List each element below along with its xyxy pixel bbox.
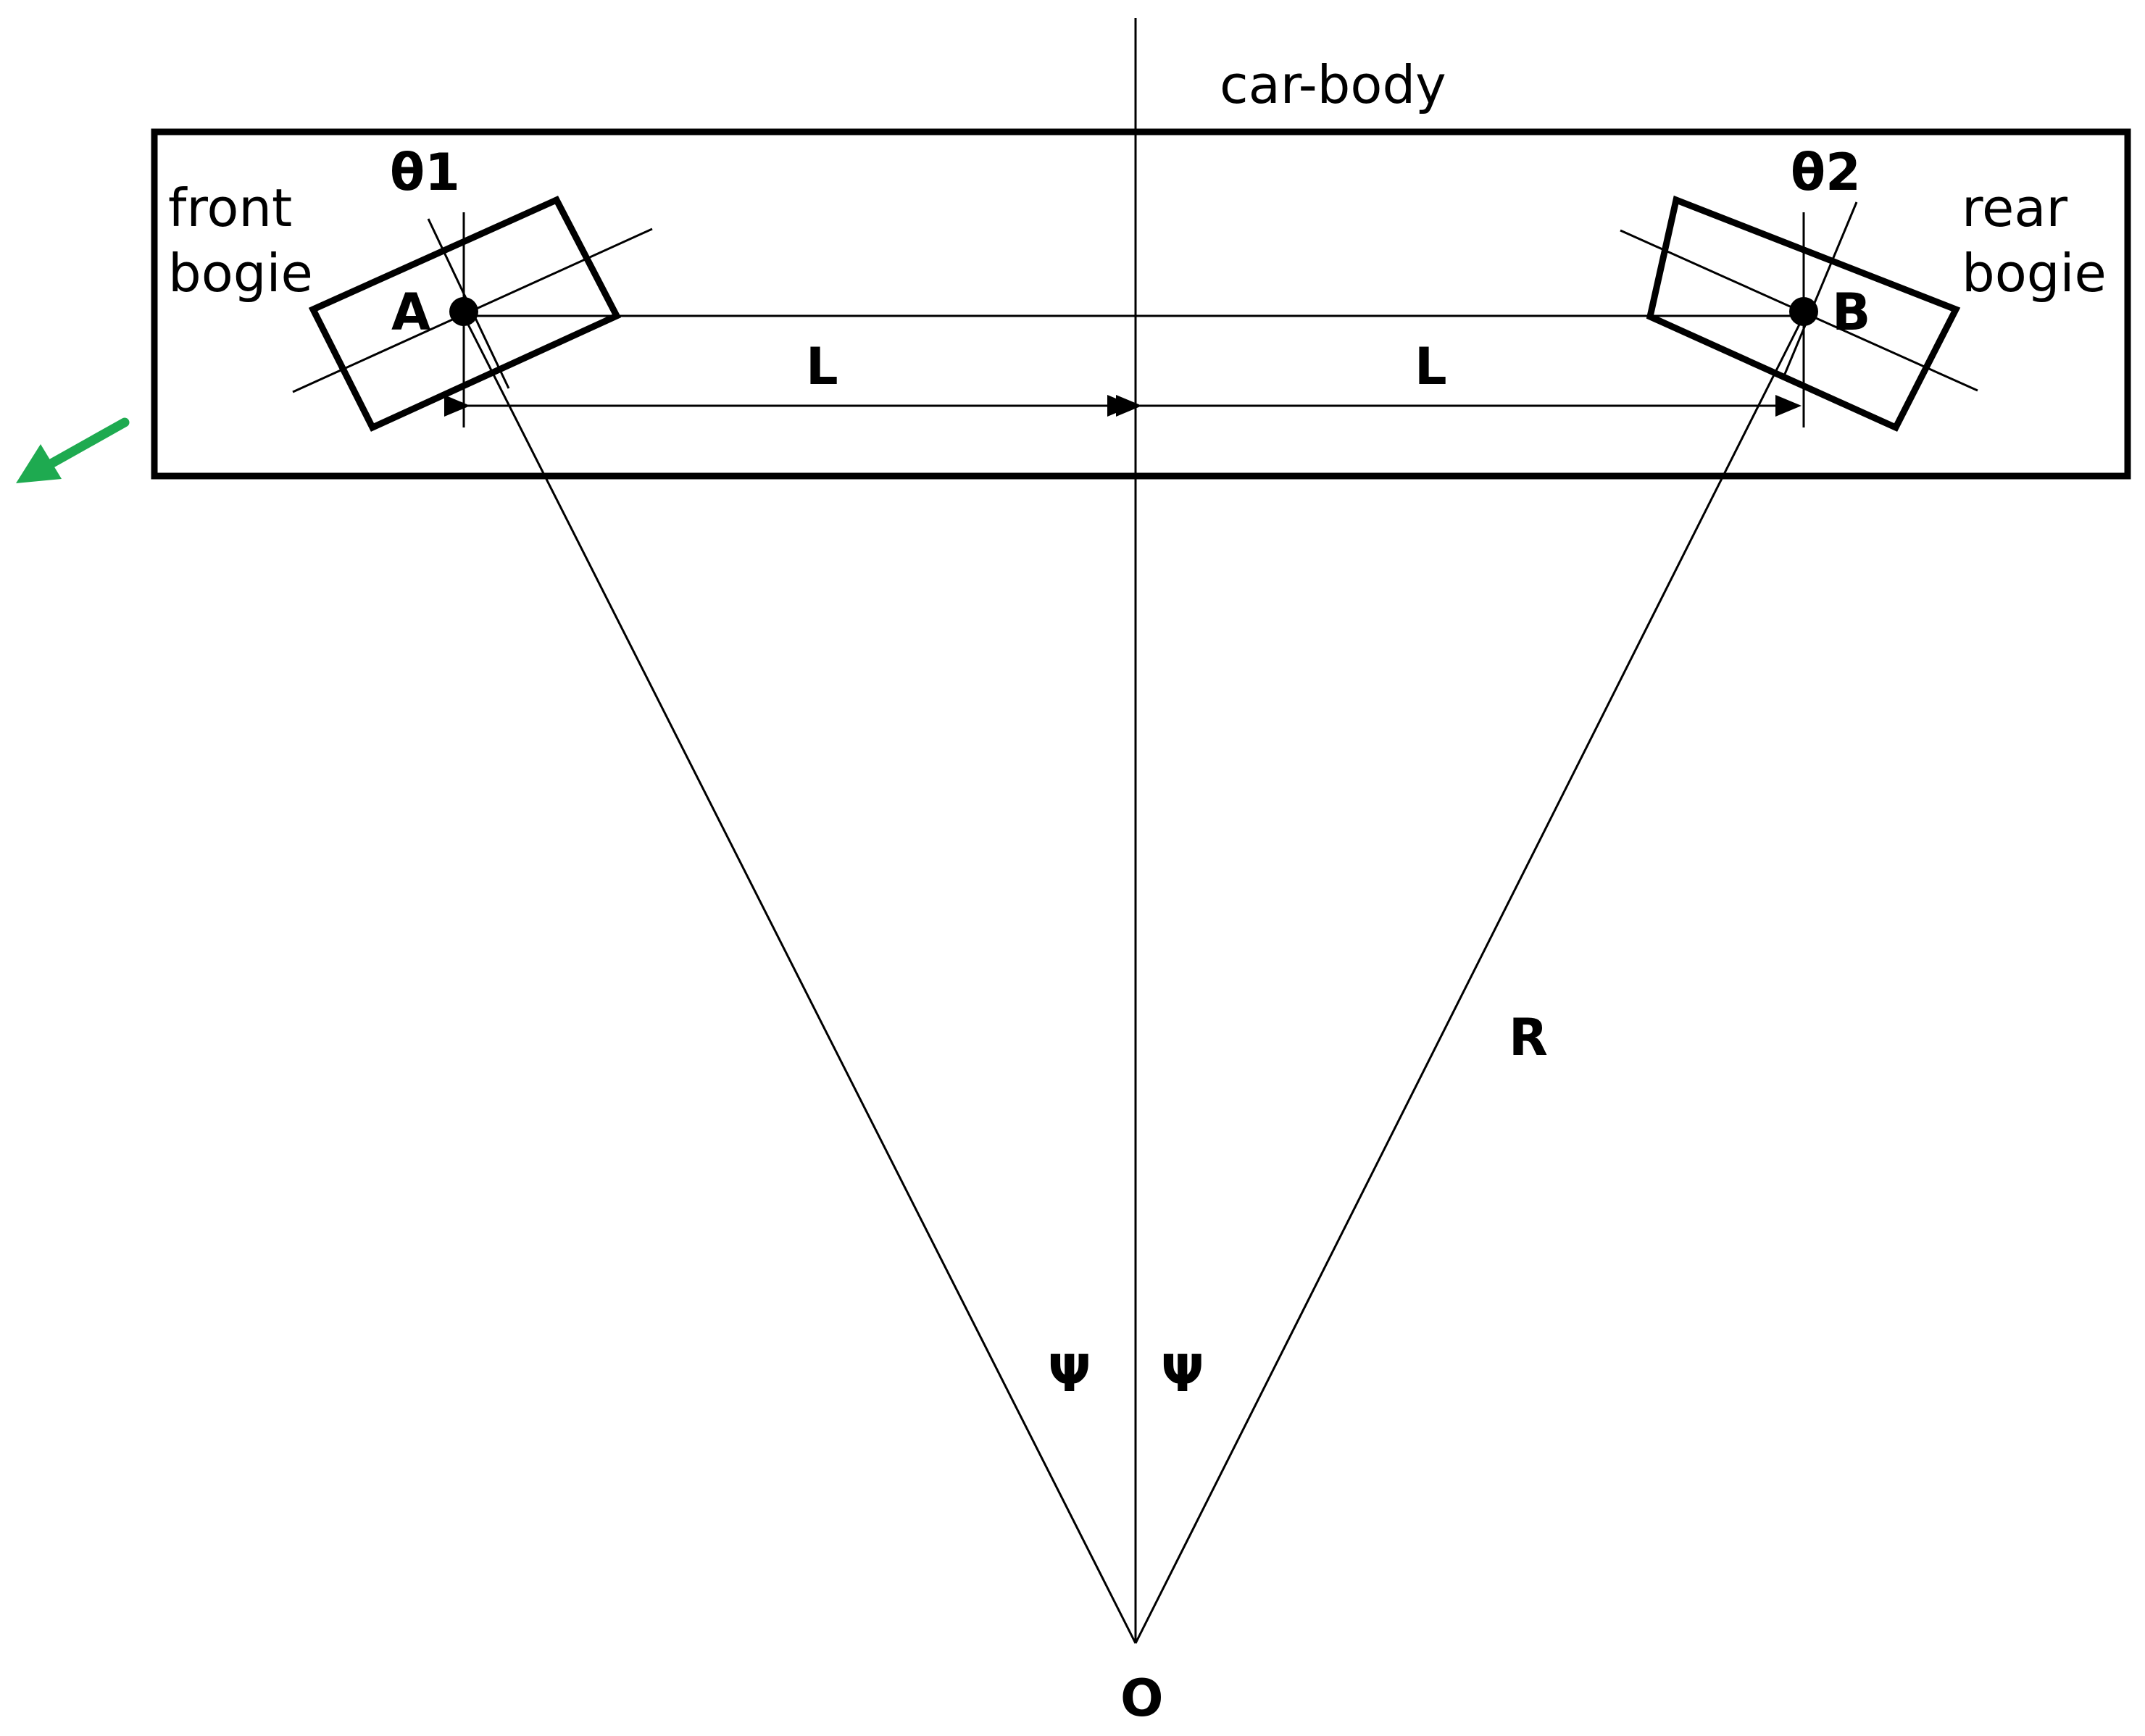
radius-label: R	[1509, 1008, 1548, 1067]
car-body-label: car-body	[1220, 54, 1446, 115]
rear-bogie-frame	[1646, 195, 1961, 432]
origin-label: O	[1120, 1669, 1164, 1728]
front-bogie-label-line2: bogie	[168, 243, 313, 304]
pivot-point-b	[1789, 297, 1818, 326]
point-b-label: B	[1832, 283, 1870, 342]
front-bogie-label-line1: front	[168, 178, 292, 238]
pivot-point-a	[449, 297, 478, 326]
radius-line-right	[1134, 315, 1805, 1644]
psi-right-label: Ψ	[1161, 1344, 1204, 1403]
rear-bogie-label-line1: rear	[1962, 178, 2067, 238]
theta1-label: θ1	[390, 143, 460, 202]
car-body-rectangle	[151, 128, 2131, 480]
rear-bogie-normal-line	[1782, 201, 1858, 378]
psi-left-label: Ψ	[1048, 1344, 1091, 1403]
rear-bogie-label-line2: bogie	[1962, 243, 2107, 304]
length-label-right: L	[1415, 337, 1447, 396]
front-bogie-frame	[308, 196, 622, 432]
radius-line-left	[462, 315, 1137, 1644]
length-label-left: L	[806, 337, 838, 396]
direction-arrow-icon	[16, 417, 130, 483]
theta2-label: θ2	[1791, 143, 1861, 202]
point-a-label: A	[391, 283, 430, 342]
